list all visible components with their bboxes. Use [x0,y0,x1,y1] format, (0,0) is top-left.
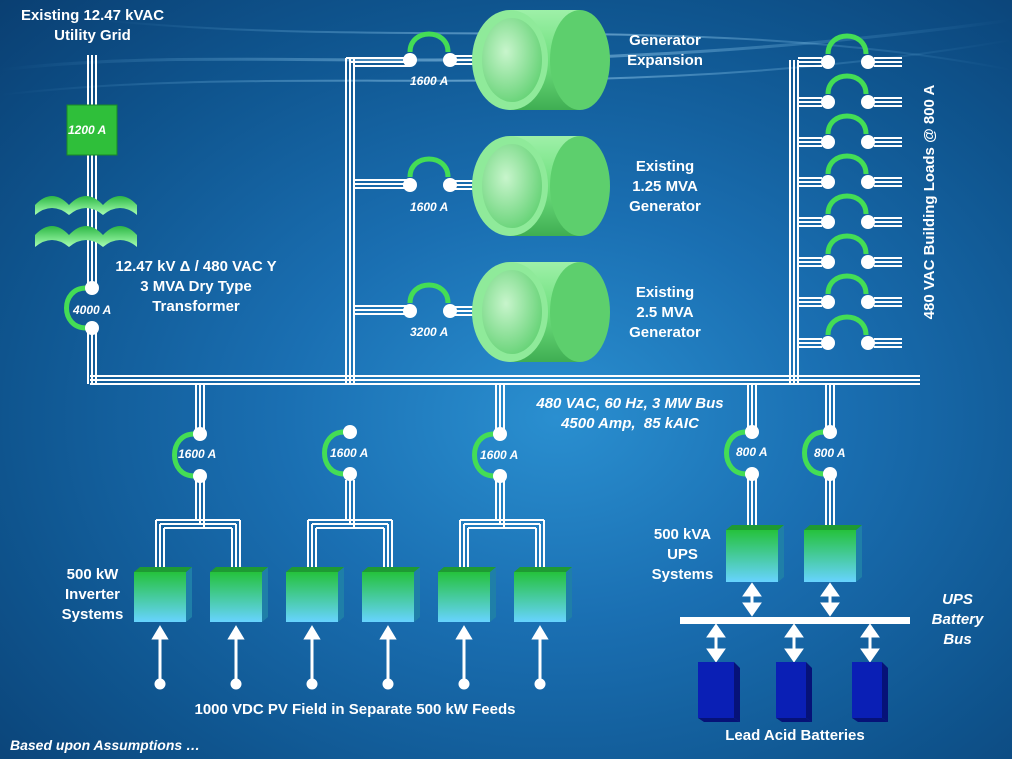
pv-feed-arrow [379,625,397,684]
ups-bus-arrow [820,582,840,617]
equipment-boxes [134,525,862,622]
inverter-box [514,567,572,622]
transformer-coil-icon [35,196,137,247]
building-load-riser [789,60,799,384]
battery-arrow [784,623,804,663]
pv-feed-terminal [306,678,318,690]
feeder-breaker [172,427,207,483]
inverter-box [134,567,192,622]
ups-feeder-lines [747,478,835,528]
pv-field-label: 1000 VDC PV Field in Separate 500 kW Fee… [194,701,516,718]
pv-feed-terminal [534,678,546,690]
generator-icon [472,136,610,236]
feeder-breaker [724,425,759,481]
feeder-breaker [802,425,837,481]
main-bus [90,375,920,385]
bus-label: 480 VAC, 60 Hz, 3 MW Bus 4500 Amp, 85 kA… [536,395,724,432]
gen-expansion-label: Generator Expansion [627,32,703,69]
inverter-breaker-rating-2: 1600 A [330,446,369,460]
gen-125-breaker-rating: 1600 A [410,200,449,214]
ups-battery-bus [680,617,910,624]
ups-box [804,525,862,582]
main-fuse [66,104,118,156]
ups-systems-label: 500 kVA UPS Systems [651,526,714,583]
generator-icon [472,262,610,362]
battery-arrow [706,623,726,663]
feeder-breaker [472,427,507,483]
battery-arrow [860,623,880,663]
feeder-breaker [322,425,357,481]
utility-grid-label: Existing 12.47 kVAC Utility Grid [20,7,165,44]
load-breaker [798,233,902,269]
load-breaker [798,273,902,309]
pv-feed-arrow [303,625,321,684]
battery-icon [698,662,740,722]
load-breaker [798,113,902,149]
battery-icon [852,662,888,722]
pv-feed-arrow [151,625,169,684]
generator-icon [472,10,610,110]
pv-feed-arrow [531,625,549,684]
generator-feeder-lines [345,57,410,384]
inverter-systems-label: 500 kW Inverter Systems [61,566,124,623]
battery-icon [776,662,812,722]
load-breaker [798,33,902,69]
inverter-box [438,567,496,622]
load-breaker [798,193,902,229]
pv-feed-terminal [382,678,394,690]
footer-note: Based upon Assumptions … [10,737,201,753]
gen-25-label: Existing 2.5 MVA Generator [629,284,701,341]
load-breaker [798,73,902,109]
feeder-breakers [172,425,837,483]
ups-battery-bus-label: UPS Battery Bus [931,591,984,648]
transformer-label: 12.47 kV Δ / 480 VAC Y 3 MVA Dry Type Tr… [115,258,277,315]
main-breaker [64,281,99,335]
batteries-label: Lead Acid Batteries [725,727,865,744]
ups-breaker-rating-1: 800 A [736,445,768,459]
inverter-box [210,567,268,622]
building-load-breakers [798,33,902,350]
bus-drop-lines [195,384,835,432]
inverter-breaker-rating-3: 1600 A [480,448,519,462]
inverter-breaker-rating-1: 1600 A [178,447,217,461]
inverter-box [362,567,420,622]
ups-box [726,525,784,582]
ups-bus-arrow [742,582,762,617]
building-loads-label: 480 VAC Building Loads @ 800 A [921,84,938,320]
gen-25-breaker-rating: 3200 A [410,325,449,339]
main-fuse-rating: 1200 A [68,123,107,137]
gen-expansion-breaker-rating: 1600 A [410,74,449,88]
load-breaker [798,153,902,189]
inverter-box [286,567,344,622]
pv-feed-arrow [227,625,245,684]
utility-feed-lines [87,55,97,384]
pv-feed-terminal [458,678,470,690]
pv-feed-terminal [230,678,242,690]
pv-feed-arrow [455,625,473,684]
pv-feed-terminal [154,678,166,690]
ups-breaker-rating-2: 800 A [814,446,846,460]
flow-arrows [151,582,880,690]
main-breaker-rating: 4000 A [73,303,112,317]
gen-125-label: Existing 1.25 MVA Generator [629,158,701,215]
load-breaker [798,314,902,350]
inverter-feeder-lines [155,480,545,570]
